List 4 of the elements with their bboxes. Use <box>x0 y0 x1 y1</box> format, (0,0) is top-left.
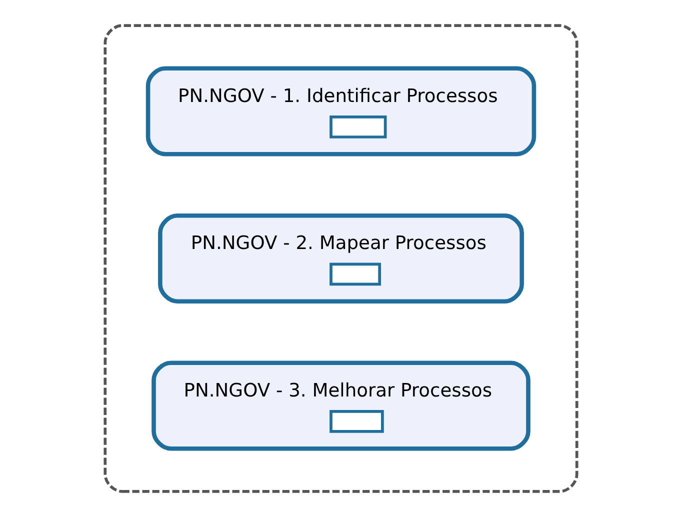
node-box: PN.NGOV - 2. Mapear Processos <box>158 213 524 304</box>
node-box: PN.NGOV - 3. Melhorar Processos <box>151 360 530 451</box>
cluster <box>103 24 578 493</box>
node-box: PN.NGOV - 1. Identificar Processos <box>145 66 536 156</box>
